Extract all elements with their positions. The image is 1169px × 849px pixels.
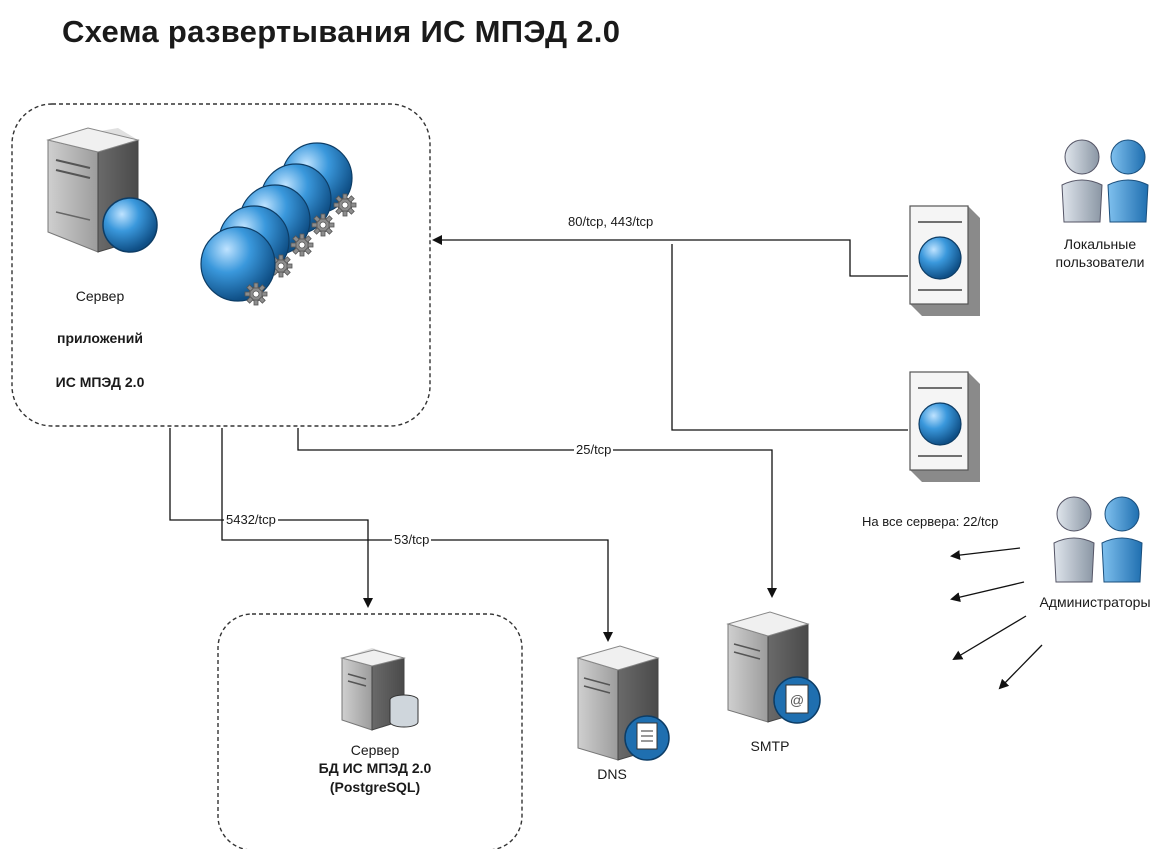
port-label-http: 80/tcp, 443/tcp <box>566 214 656 229</box>
connectors <box>169 235 908 642</box>
smtp-label: SMTP <box>750 738 790 754</box>
app-server-icon <box>46 127 158 253</box>
db-server-container <box>217 613 523 849</box>
local-users-label-line1: Локальные <box>1063 236 1137 252</box>
app-server-container <box>11 103 431 427</box>
local-users-icon <box>1061 139 1149 223</box>
port-label-smtp: 25/tcp <box>574 442 614 457</box>
svg-text:@: @ <box>790 692 804 708</box>
admins-label: Администраторы <box>1039 594 1151 610</box>
port-label-dns: 53/tcp <box>392 532 432 547</box>
local-users-label-line2: пользователи <box>1055 254 1145 270</box>
port-label-postgres: 5432/tcp <box>224 512 278 527</box>
web-client-admin-icon <box>909 371 980 482</box>
app-server-label-line1: Сервер <box>75 288 125 304</box>
smtp-server-icon: @ <box>726 611 821 724</box>
db-server-label-line1: Сервер <box>350 742 400 758</box>
dns-server-icon <box>576 645 670 761</box>
admins-ssh-note: На все сервера: 22/tcp <box>862 514 999 529</box>
db-server-label-line2: БД ИС МПЭД 2.0 <box>318 760 432 776</box>
app-server-label-line2: приложений <box>57 330 143 346</box>
web-client-local-icon <box>909 205 980 316</box>
db-server-icon <box>340 648 419 731</box>
db-server-label-line3: (PostgreSQL) <box>329 779 421 795</box>
admins-icon <box>1053 496 1143 583</box>
app-instances-icon <box>200 142 357 306</box>
admin-access-arrows <box>950 547 1043 690</box>
app-server-label-line3: ИС МПЭД 2.0 <box>55 374 145 390</box>
dns-label: DNS <box>597 766 627 782</box>
diagram-title: Схема развертывания ИС МПЭД 2.0 <box>62 14 621 49</box>
